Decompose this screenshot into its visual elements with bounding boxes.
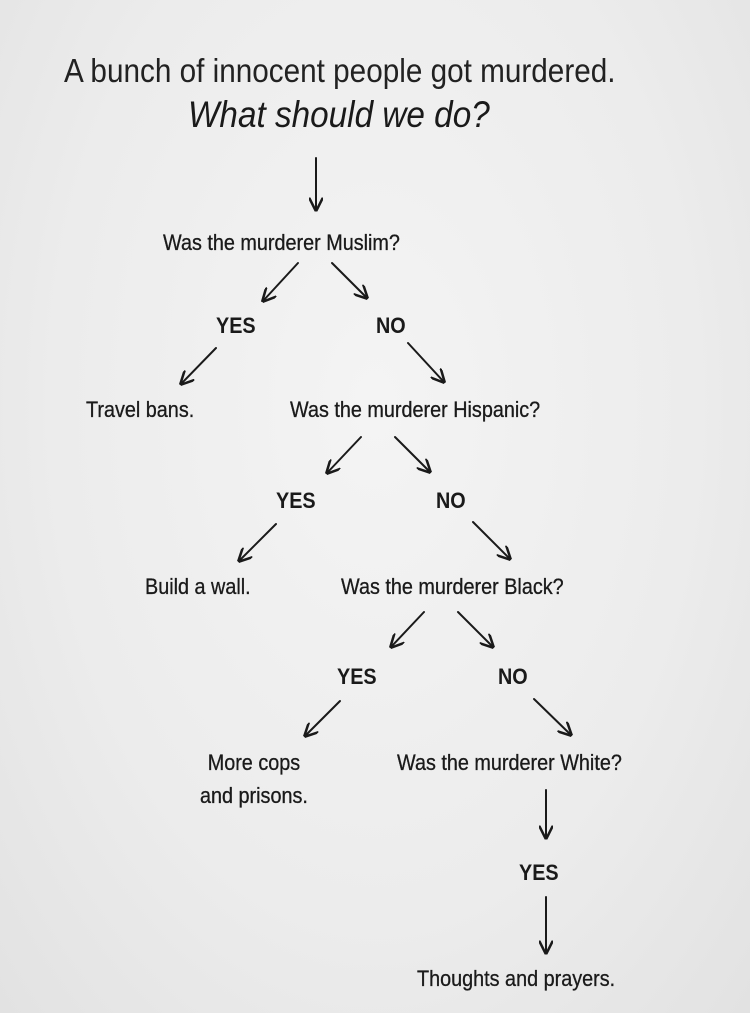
arrow-yes-to-wall — [239, 523, 277, 561]
arrow-q3-no — [457, 611, 493, 647]
answer-no-black: NO — [498, 664, 528, 689]
result-more-cops: More cops and prisons. — [200, 750, 308, 808]
arrow-q3-yes — [391, 611, 425, 647]
answer-yes-hispanic: YES — [276, 488, 316, 513]
arrow-no-to-q2 — [407, 342, 444, 382]
question-hispanic: Was the murderer Hispanic? — [290, 397, 541, 422]
answer-no-hispanic: NO — [436, 488, 466, 513]
result-build-wall: Build a wall. — [145, 574, 251, 599]
answer-yes-black: YES — [337, 664, 377, 689]
arrow-yes-to-travel-bans — [181, 347, 217, 384]
answer-yes-white: YES — [519, 860, 559, 885]
question-muslim: Was the murderer Muslim? — [163, 230, 400, 255]
answer-yes-muslim: YES — [216, 313, 256, 338]
flowchart-subtitle: What should we do? — [188, 94, 490, 135]
question-white: Was the murderer White? — [397, 750, 622, 775]
result-travel-bans: Travel bans. — [86, 397, 195, 422]
arrow-q1-yes — [263, 262, 299, 301]
result-thoughts-prayers: Thoughts and prayers. — [417, 966, 616, 991]
arrow-q2-yes — [327, 436, 362, 473]
arrow-no-to-q3 — [472, 521, 510, 559]
arrow-q1-no — [331, 262, 367, 298]
arrow-no-to-q4 — [533, 698, 571, 735]
flowchart-title: A bunch of innocent people got murdered. — [64, 52, 616, 89]
arrow-q2-no — [394, 436, 430, 472]
arrow-yes-to-cops — [305, 700, 341, 736]
answer-no-muslim: NO — [376, 313, 406, 338]
question-black: Was the murderer Black? — [341, 574, 564, 599]
